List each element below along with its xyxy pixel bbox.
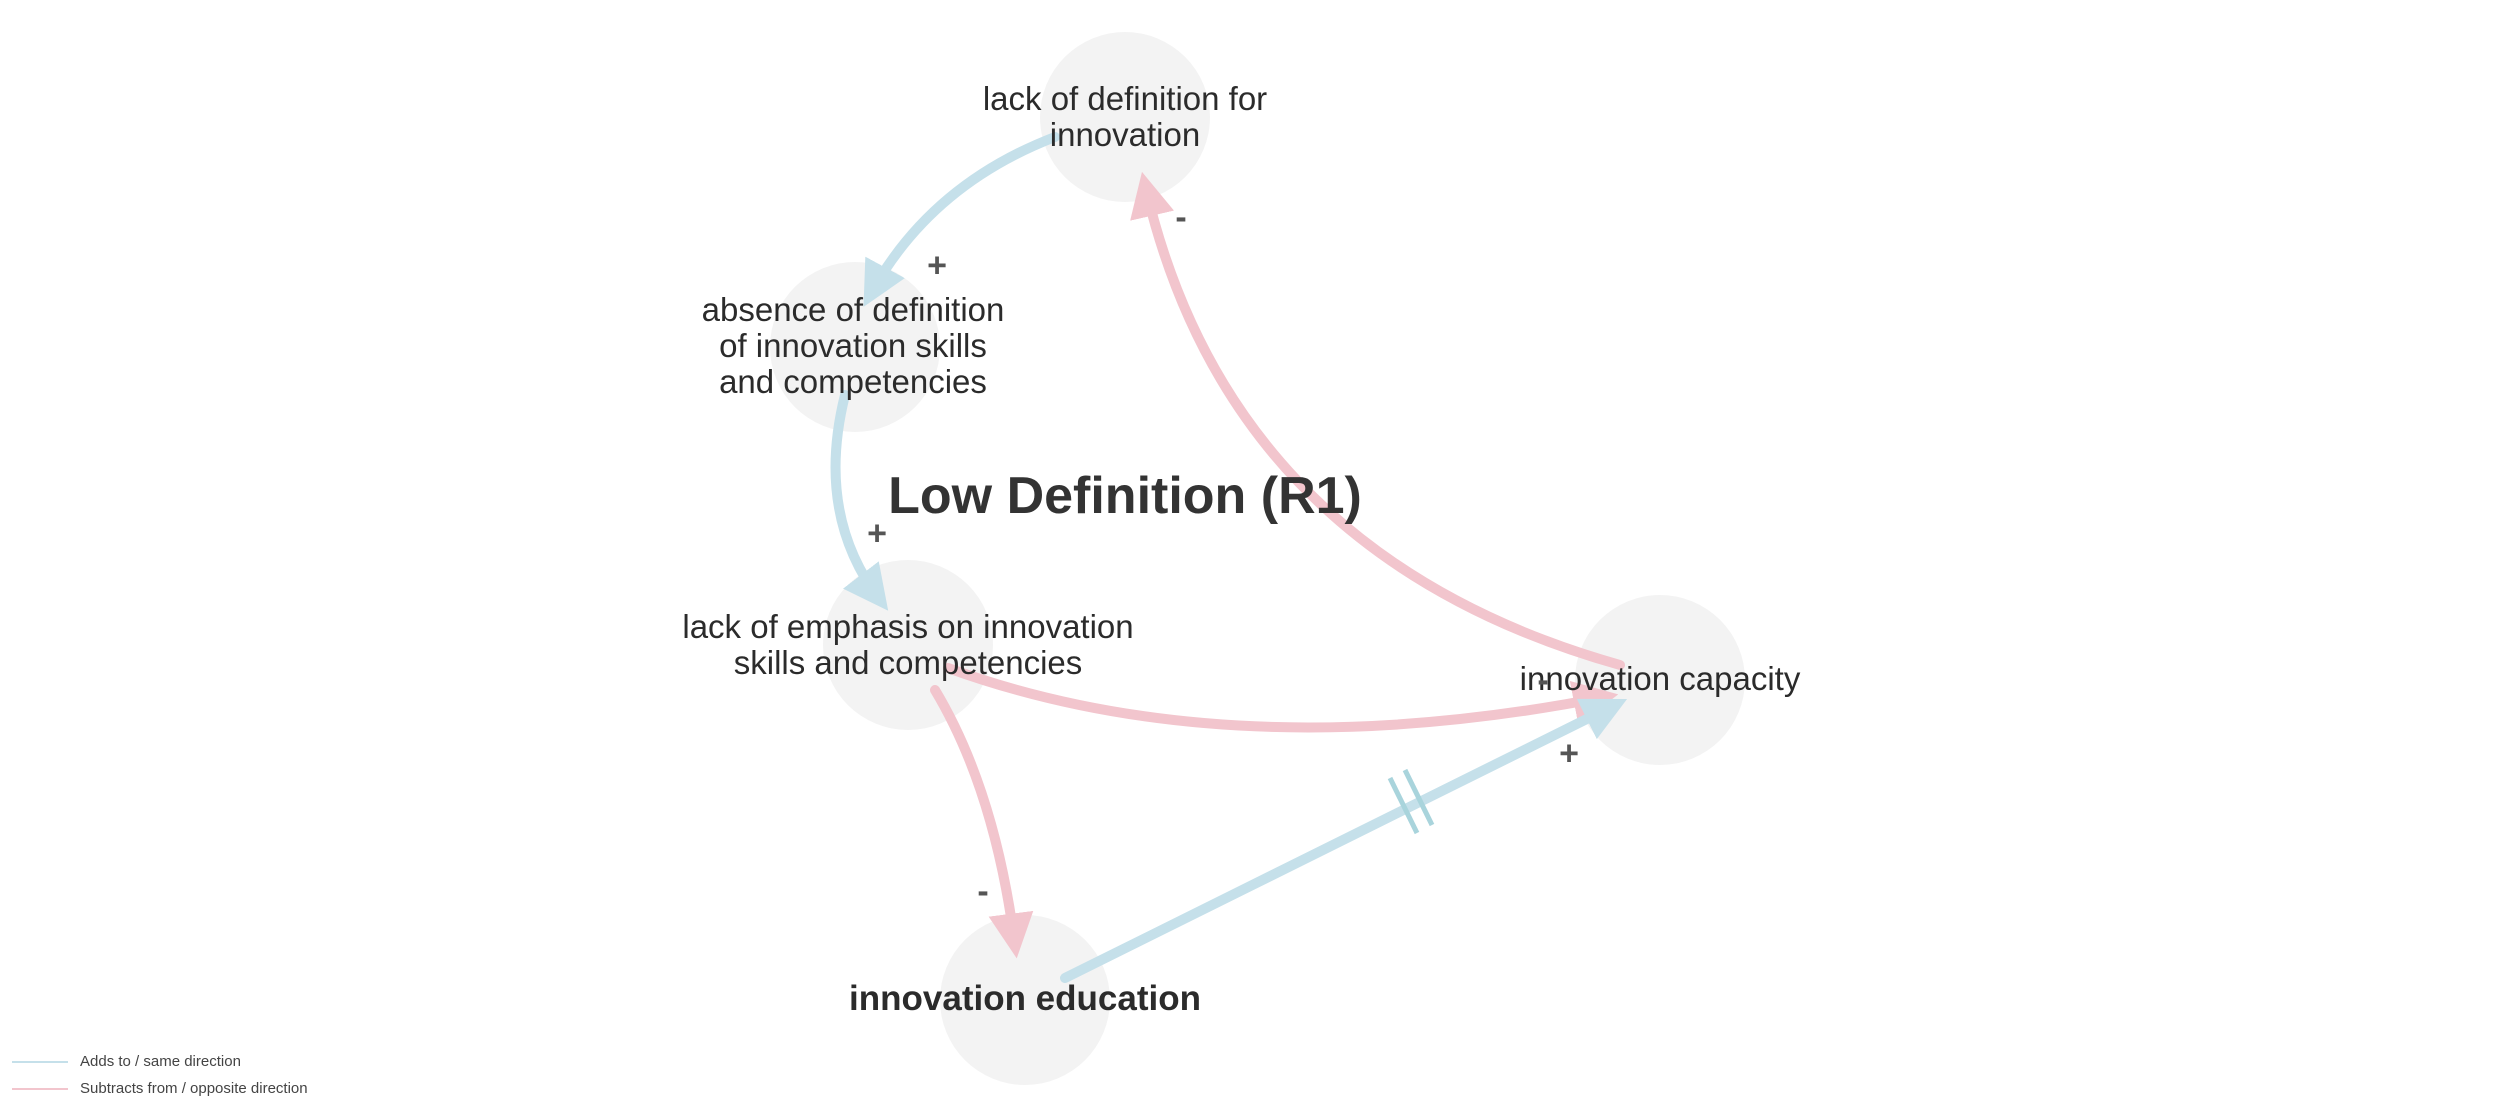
legend-row-subtracts: Subtracts from / opposite direction xyxy=(12,1075,308,1102)
node-label-innovation-capacity[interactable]: innovation capacity xyxy=(1519,660,1801,697)
node-label-lack-of-definition[interactable]: lack of definition for innovation xyxy=(982,80,1268,153)
loop-title: Low Definition (R1) xyxy=(888,467,1362,525)
legend: Adds to / same direction Subtracts from … xyxy=(12,1048,308,1102)
node-circle-innovation-education[interactable] xyxy=(940,915,1110,1085)
link-emphasis-to-capacity[interactable] xyxy=(943,663,1619,733)
link-emphasis-to-education[interactable] xyxy=(930,685,1034,959)
polarity-capacity-to-definition: - xyxy=(1175,198,1187,237)
legend-line-adds xyxy=(12,1060,68,1063)
polarity-definition-to-absence: + xyxy=(927,246,947,285)
link-education-to-capacity[interactable] xyxy=(1060,698,1628,983)
legend-label-subtracts: Subtracts from / opposite direction xyxy=(80,1080,308,1097)
link-capacity-to-definition[interactable] xyxy=(1130,171,1625,670)
node-circle-lack-of-definition[interactable] xyxy=(1040,32,1210,202)
legend-label-adds: Adds to / same direction xyxy=(80,1053,241,1070)
polarity-emphasis-to-capacity: - xyxy=(1537,661,1549,700)
node-label-innovation-education[interactable]: innovation education xyxy=(849,979,1201,1018)
delay-marker xyxy=(1387,768,1435,835)
node-label-absence-of-definition[interactable]: absence of definition of innovation skil… xyxy=(701,291,1005,400)
polarity-emphasis-to-education: - xyxy=(977,872,989,911)
legend-row-adds: Adds to / same direction xyxy=(12,1048,308,1075)
link-definition-to-absence[interactable] xyxy=(863,132,1060,307)
polarity-absence-to-emphasis: + xyxy=(867,514,887,553)
polarity-education-to-capacity: + xyxy=(1559,734,1579,773)
link-absence-to-emphasis[interactable] xyxy=(830,390,889,611)
legend-line-subtracts xyxy=(12,1087,68,1090)
node-label-lack-of-emphasis[interactable]: lack of emphasis on innovation skills an… xyxy=(682,608,1134,681)
